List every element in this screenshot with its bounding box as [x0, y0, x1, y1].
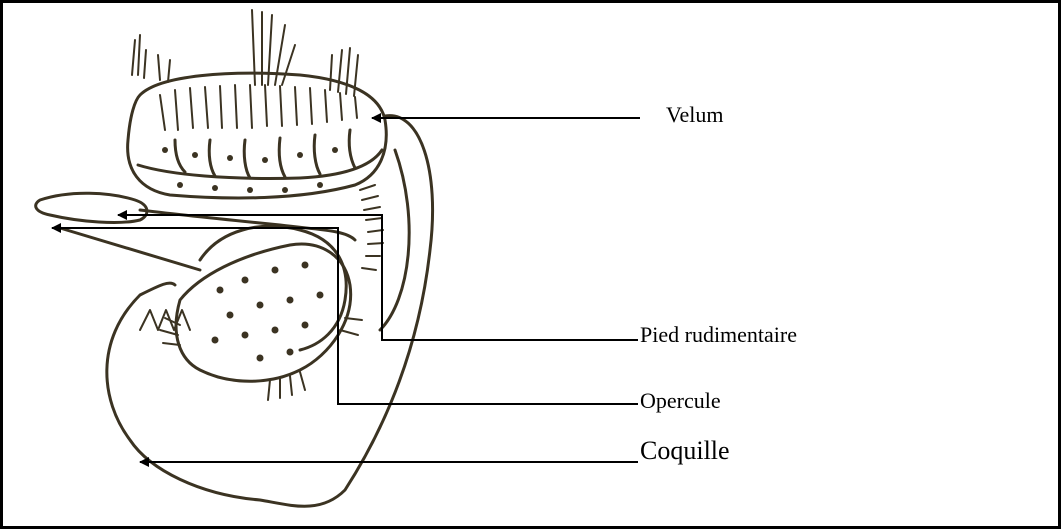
operculum-outline: [176, 244, 351, 381]
shell-outline: [107, 116, 433, 507]
opercule-leader: [52, 228, 638, 404]
larva-illustration: [36, 10, 433, 506]
foot-outline: [36, 193, 147, 222]
pied-leader: [118, 215, 638, 340]
shell-inner-curve: [380, 150, 409, 330]
label-coquille: Coquille: [640, 438, 730, 464]
label-opercule: Opercule: [640, 390, 721, 412]
velum-lower: [138, 150, 382, 178]
mantle-edge: [140, 310, 190, 330]
label-pied-rudimentaire: Pied rudimentaire: [640, 324, 797, 346]
label-velum: Velum: [666, 104, 723, 126]
